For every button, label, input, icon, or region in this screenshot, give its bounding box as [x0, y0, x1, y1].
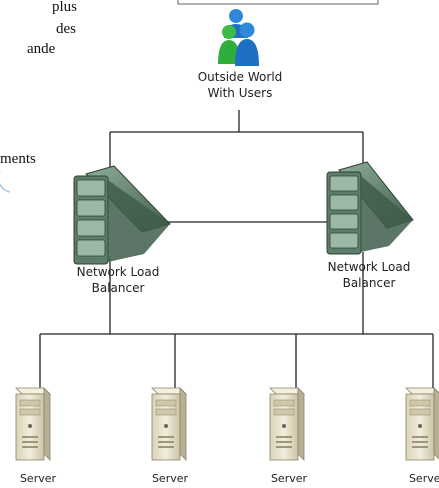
users-label: Outside World With Users: [180, 69, 300, 101]
server-label-1: Server: [19, 472, 57, 485]
decorative-arc: [0, 172, 11, 193]
background-text-plus: plus: [52, 0, 78, 15]
balancer-right-label-line1: Network Load: [327, 260, 411, 274]
users-label-line2: With Users: [207, 86, 273, 100]
balancer-left-label-line2: Balancer: [91, 281, 145, 295]
server-label-4: Server: [408, 472, 439, 485]
load-balancer-icon-left: [73, 165, 171, 265]
balancer-right-label-line2: Balancer: [342, 276, 396, 290]
server-icon: [269, 387, 305, 461]
balancer-left-label: Network Load Balancer: [58, 264, 178, 296]
server-icon: [151, 387, 187, 461]
frame-edge: [177, 0, 379, 5]
server-label-2: Server: [151, 472, 189, 485]
background-text-des: des: [56, 21, 76, 37]
users-label-line1: Outside World: [197, 70, 283, 84]
load-balancer-icon-right: [326, 161, 414, 255]
server-label-3: Server: [270, 472, 308, 485]
background-text-ments: ments: [0, 151, 36, 167]
servers-group: [15, 387, 439, 461]
balancer-right-label: Network Load Balancer: [309, 259, 429, 291]
users-icon: [218, 9, 259, 66]
background-text-ande: ande: [27, 41, 56, 57]
server-icon: [15, 387, 51, 461]
server-icon: [405, 387, 439, 461]
balancer-left-label-line1: Network Load: [76, 265, 160, 279]
